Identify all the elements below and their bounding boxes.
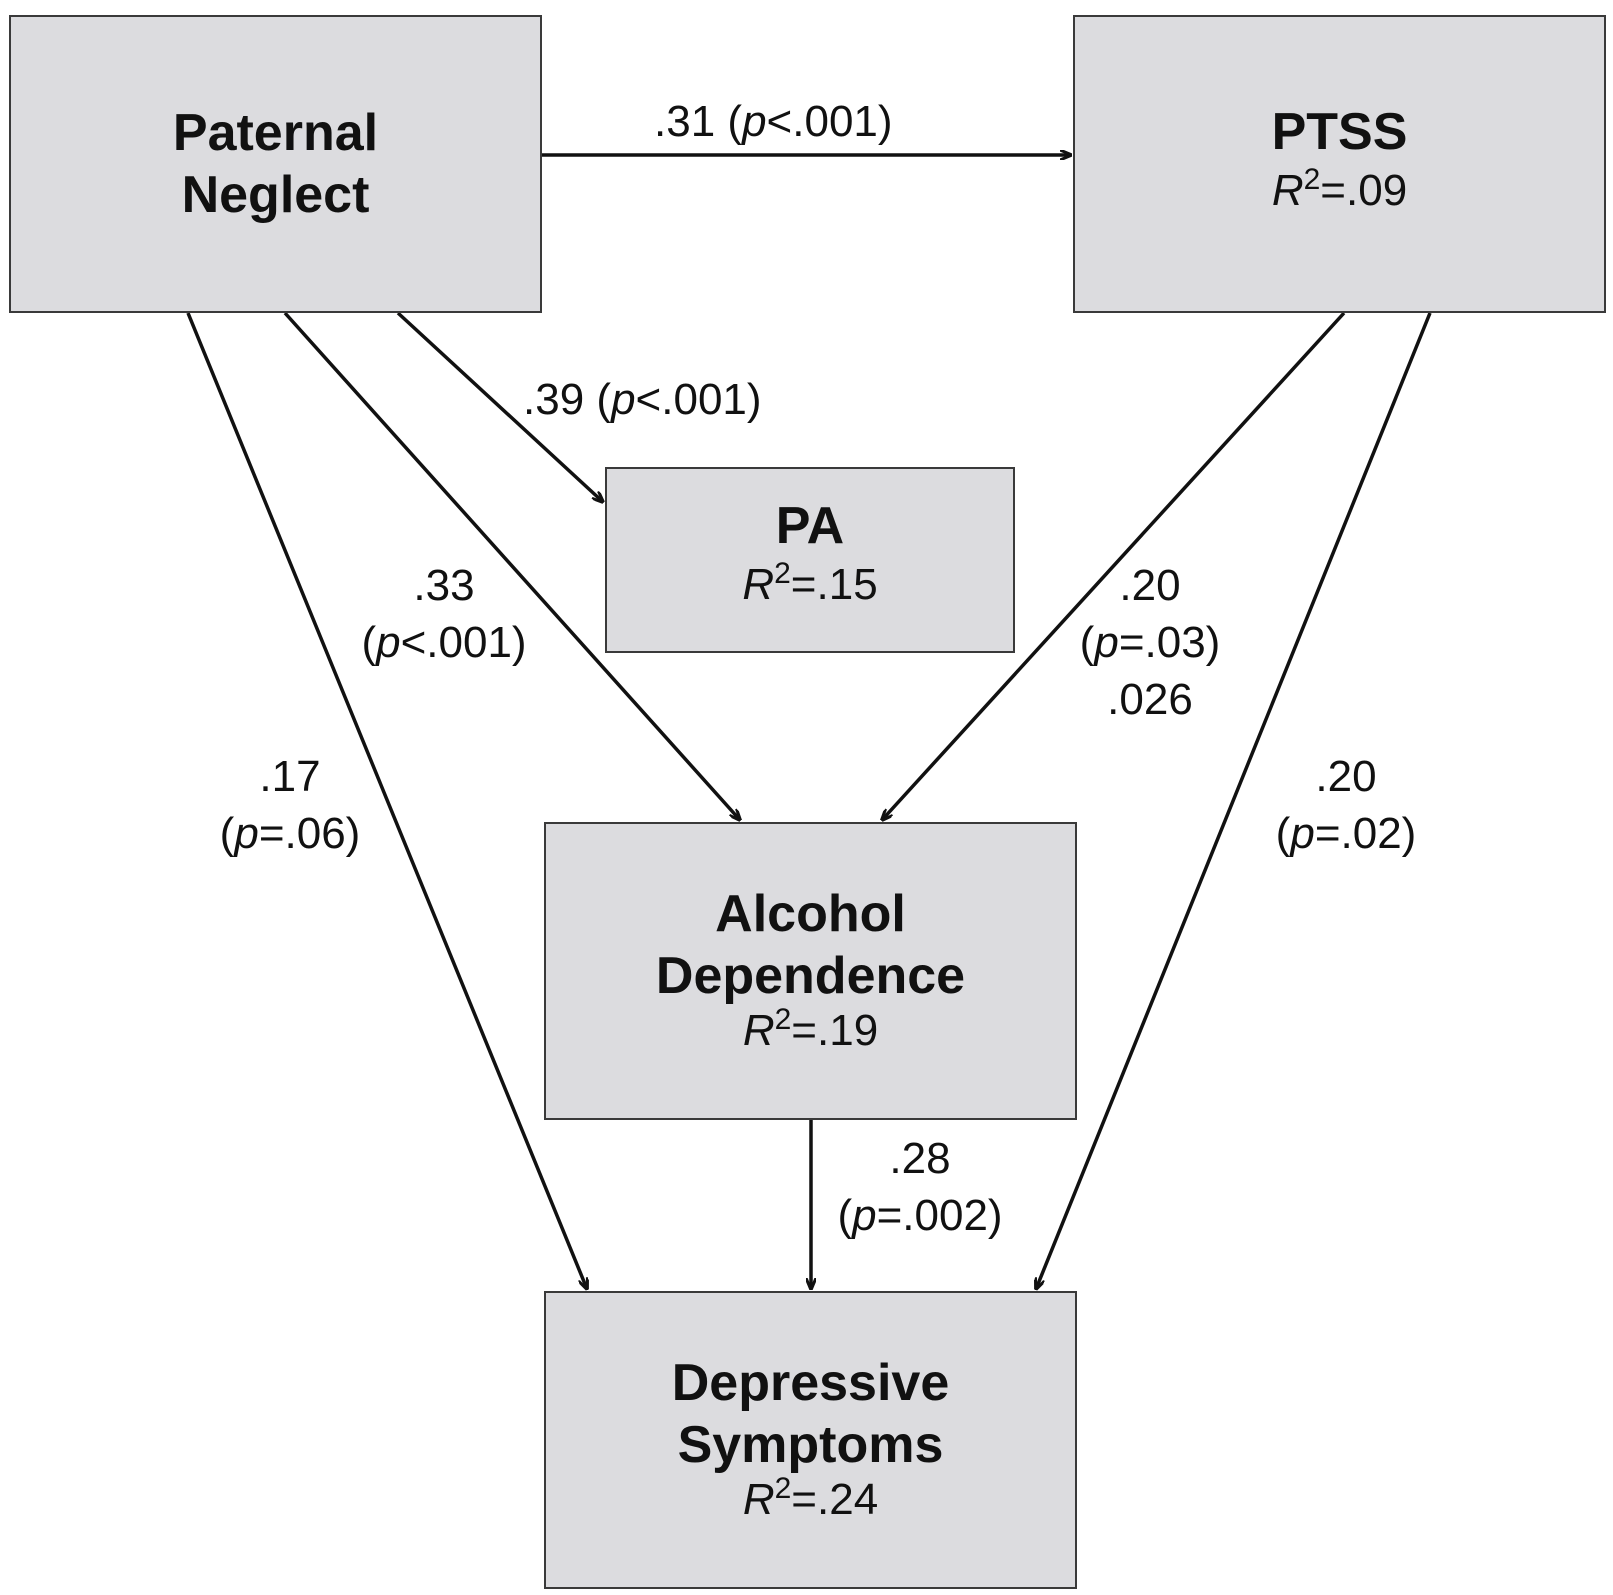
arrow-ptss-to-alcohol	[882, 311, 1346, 820]
title-line-2: Neglect	[181, 166, 370, 224]
r-symbol: R	[742, 1475, 775, 1524]
label-neglect-to-ptss: .31 (p<.001)	[654, 93, 893, 150]
title-line-1: Paternal	[172, 104, 379, 162]
p-value: =.02)	[1314, 809, 1417, 858]
p-value: <.001)	[766, 97, 893, 146]
r-value: =.09	[1320, 166, 1408, 215]
p-open: (	[1275, 809, 1291, 858]
r-exponent: 2	[774, 1472, 792, 1505]
node-ptss: PTSS R2=.09	[1073, 15, 1606, 313]
title-line-1: Depressive	[671, 1354, 950, 1412]
node-title: Depressive Symptoms	[672, 1352, 950, 1476]
coefficient: .17	[259, 752, 321, 801]
label-ptss-to-depressive: .20 (p=.02)	[1256, 748, 1436, 862]
r-exponent: 2	[774, 1003, 792, 1036]
r-symbol: R	[1271, 166, 1304, 215]
p-open: (	[596, 375, 612, 424]
title-line-2: Symptoms	[677, 1416, 944, 1474]
title-line-2: Dependence	[655, 947, 966, 1005]
coefficient: .31	[654, 97, 716, 146]
p-symbol: p	[611, 375, 636, 424]
p-value: <.001)	[400, 618, 527, 667]
arrow-neglect-to-alcohol	[283, 311, 740, 820]
p-symbol: p	[1290, 809, 1315, 858]
arrow-neglect-to-pa	[396, 311, 603, 502]
r-symbol: R	[742, 560, 775, 609]
p-value: =.03)	[1118, 618, 1221, 667]
p-symbol: p	[376, 618, 401, 667]
node-title: Paternal Neglect	[173, 102, 378, 226]
node-title: Alcohol Dependence	[656, 883, 965, 1007]
node-title: PTSS	[1271, 103, 1408, 161]
coefficient: .39	[523, 375, 585, 424]
p-value: =.06)	[258, 809, 361, 858]
p-symbol: p	[1094, 618, 1119, 667]
arrow-ptss-to-depressive	[1036, 312, 1432, 1289]
label-neglect-to-pa: .39 (p<.001)	[523, 371, 762, 428]
arrow-neglect-to-depressive	[186, 312, 587, 1289]
r-squared: R2=.19	[743, 1003, 878, 1059]
p-open: (	[1079, 618, 1095, 667]
r-exponent: 2	[774, 557, 791, 590]
r-squared: R2=.09	[1272, 163, 1407, 219]
node-alcohol-dependence: Alcohol Dependence R2=.19	[544, 822, 1077, 1120]
p-value: =.002)	[876, 1191, 1003, 1240]
node-title: PA	[775, 497, 845, 555]
label-alcohol-to-depressive: .28 (p=.002)	[820, 1130, 1020, 1244]
node-depressive-symptoms: Depressive Symptoms R2=.24	[544, 1291, 1077, 1589]
r-value: =.15	[790, 560, 878, 609]
p-open: (	[727, 97, 743, 146]
r-squared: R2=.24	[743, 1472, 878, 1528]
label-neglect-to-depressive: .17 (p=.06)	[200, 748, 380, 862]
r-value: =.19	[791, 1006, 879, 1055]
p-symbol: p	[852, 1191, 877, 1240]
r-value: =.24	[791, 1475, 879, 1524]
r-symbol: R	[742, 1006, 775, 1055]
coefficient: .28	[889, 1134, 951, 1183]
r-exponent: 2	[1303, 163, 1321, 196]
extra-value: .026	[1107, 675, 1193, 724]
r-squared: R2=.15	[742, 557, 877, 613]
node-paternal-neglect: Paternal Neglect	[9, 15, 542, 313]
title-line-1: Alcohol	[715, 885, 906, 943]
p-open: (	[219, 809, 235, 858]
coefficient: .33	[413, 561, 475, 610]
p-open: (	[361, 618, 377, 667]
p-open: (	[837, 1191, 853, 1240]
label-neglect-to-alcohol: .33 (p<.001)	[344, 557, 544, 671]
coefficient: .20	[1119, 561, 1181, 610]
p-symbol: p	[234, 809, 259, 858]
label-ptss-to-alcohol: .20 (p=.03) .026	[1060, 557, 1240, 728]
node-pa: PA R2=.15	[605, 467, 1015, 653]
p-symbol: p	[742, 97, 767, 146]
p-value: <.001)	[635, 375, 762, 424]
coefficient: .20	[1315, 752, 1377, 801]
